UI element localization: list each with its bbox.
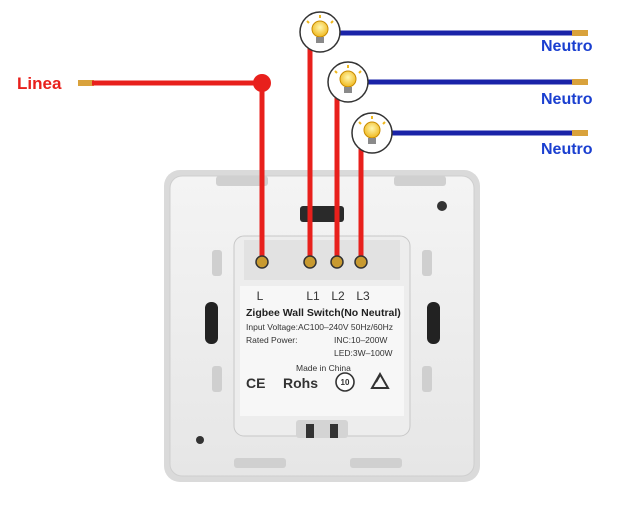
terminal-l2 <box>330 255 344 269</box>
input-voltage-text: Input Voltage:AC100–240V 50Hz/60Hz <box>246 322 393 332</box>
line-wire-end <box>78 80 94 86</box>
bulb-1-icon <box>299 11 341 53</box>
recycle-icon <box>370 371 390 389</box>
neutral-wire-2-end <box>572 79 588 85</box>
terminals <box>255 255 368 269</box>
neutral-label-1: Neutro <box>541 38 593 55</box>
terminal-l <box>255 255 269 269</box>
mount-slot-right <box>427 302 440 344</box>
terminal-l1 <box>303 255 317 269</box>
switch-module: L L1 L2 L3 Zigbee Wall Switch(No Neutral… <box>233 235 411 438</box>
mount-slot-left <box>205 302 218 344</box>
origin-text: Made in China <box>296 363 351 373</box>
bulb-2-icon <box>327 61 369 103</box>
bulb-3-icon <box>351 112 393 154</box>
junction-dot <box>253 74 271 92</box>
age-mark-icon <box>335 372 355 392</box>
rohs-mark: Rohs <box>283 375 318 391</box>
inc-rating-text: INC:10–200W <box>334 335 387 345</box>
terminal-label-l2: L2 <box>331 289 345 303</box>
rated-power-label: Rated Power: <box>246 335 298 345</box>
terminal-label-l1: L1 <box>306 289 320 303</box>
terminal-l3 <box>354 255 368 269</box>
screw-hole <box>196 436 204 444</box>
led-rating-text: LED:3W–100W <box>334 348 393 358</box>
module-title: Zigbee Wall Switch(No Neutral) <box>246 307 401 319</box>
neutral-wires <box>319 30 588 136</box>
screw-hole <box>437 201 447 211</box>
load-wires <box>307 46 364 262</box>
age-mark: 10 <box>341 378 350 387</box>
terminal-label-l: L <box>257 289 264 303</box>
line-label: Linea <box>17 74 62 93</box>
neutral-wire-1-end <box>572 30 588 36</box>
ce-mark: CE <box>246 375 265 391</box>
neutral-label-3: Neutro <box>541 141 593 158</box>
line-wire <box>78 74 271 262</box>
neutral-wire-3-end <box>572 130 588 136</box>
neutral-label-2: Neutro <box>541 91 593 108</box>
terminal-label-l3: L3 <box>356 289 370 303</box>
